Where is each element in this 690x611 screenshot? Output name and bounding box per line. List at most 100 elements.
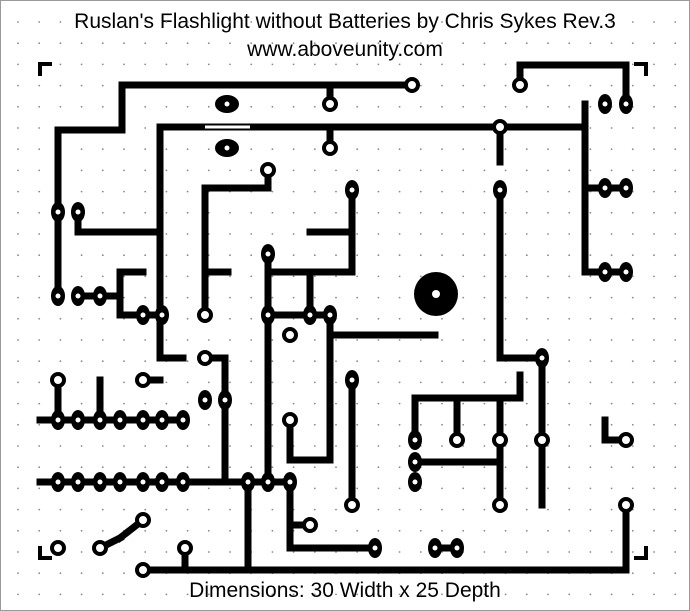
grid-dot	[123, 402, 125, 405]
grid-dot	[101, 339, 104, 341]
via	[135, 562, 151, 578]
grid-dot	[398, 211, 401, 214]
grid-dot	[589, 487, 592, 490]
grid-dot	[144, 63, 147, 66]
grid-dot	[207, 445, 210, 447]
grid-dot	[419, 551, 422, 553]
grid-dot	[631, 21, 634, 23]
grid-dot	[398, 105, 401, 108]
pad	[450, 538, 464, 558]
grid-dot	[80, 402, 83, 405]
grid-dot	[419, 275, 422, 278]
grid-dot	[398, 508, 401, 511]
grid-dot	[17, 21, 19, 23]
grid-dot	[165, 233, 168, 235]
grid-dot	[504, 593, 507, 596]
grid-dot	[462, 190, 465, 193]
grid-dot	[144, 127, 147, 129]
grid-dot	[631, 254, 634, 257]
pad	[345, 180, 359, 200]
grid-dot	[462, 148, 465, 151]
grid-dot	[356, 360, 359, 363]
grid-dot	[525, 21, 528, 23]
grid-dot	[525, 317, 528, 320]
grid-dot	[38, 84, 41, 87]
grid-dot	[441, 105, 443, 108]
grid-dot	[38, 381, 41, 384]
grid-dot	[398, 63, 401, 66]
grid-dot	[504, 529, 507, 532]
grid-dot	[165, 381, 168, 384]
grid-dot	[631, 402, 634, 405]
grid-dot	[292, 21, 295, 23]
grid-dot	[377, 254, 380, 257]
grid-dot	[547, 529, 549, 532]
grid-dot	[186, 508, 189, 511]
grid-dot	[441, 529, 443, 532]
grid-dot	[610, 381, 613, 384]
grid-dot	[59, 105, 62, 108]
grid-dot	[462, 508, 465, 511]
grid-dot	[271, 381, 274, 384]
grid-dot	[631, 423, 634, 426]
grid-dot	[589, 381, 592, 384]
grid-dot	[123, 211, 125, 214]
grid-dot	[17, 423, 19, 426]
grid-dot	[483, 148, 486, 151]
grid-dot	[525, 593, 528, 596]
grid-dot	[313, 105, 316, 108]
pad	[136, 305, 150, 325]
grid-dot	[589, 169, 592, 172]
grid-dot	[568, 381, 571, 384]
grid-dot	[674, 190, 677, 193]
grid-dot	[441, 190, 443, 193]
grid-dot	[250, 445, 253, 447]
grid-dot	[101, 275, 104, 278]
grid-dot	[504, 487, 507, 490]
grid-dot	[398, 169, 401, 172]
grid-dot	[441, 21, 443, 23]
grid-dot	[631, 211, 634, 214]
via	[534, 432, 550, 448]
grid-dot	[525, 296, 528, 299]
grid-dot	[398, 254, 401, 257]
grid-dot	[547, 551, 549, 553]
pad	[261, 244, 275, 264]
grid-dot	[123, 254, 125, 257]
trace	[74, 208, 164, 236]
grid-dot	[356, 42, 359, 45]
grid-dot	[59, 63, 62, 66]
grid-dot	[674, 487, 677, 490]
grid-dot	[419, 105, 422, 108]
grid-dot	[101, 466, 104, 469]
grid-dot	[589, 339, 592, 341]
grid-dot	[525, 42, 528, 45]
corner-mark-top-left	[38, 62, 52, 76]
grid-dot	[313, 296, 316, 299]
grid-dot	[568, 84, 571, 87]
grid-dot	[292, 254, 295, 257]
grid-dot	[462, 381, 465, 384]
grid-dot	[80, 84, 83, 87]
corner-mark-bottom-left	[38, 546, 52, 560]
grid-dot	[207, 21, 210, 23]
grid-dot	[377, 360, 380, 363]
pad	[155, 410, 169, 430]
grid-dot	[377, 402, 380, 405]
grid-dot	[483, 423, 486, 426]
grid-dot	[377, 190, 380, 193]
grid-dot	[271, 21, 274, 23]
grid-dot	[144, 551, 147, 553]
via	[282, 327, 298, 343]
trace	[156, 123, 589, 329]
grid-dot	[504, 551, 507, 553]
grid-dot	[356, 211, 359, 214]
grid-dot	[525, 190, 528, 193]
grid-dot	[144, 445, 147, 447]
grid-dot	[38, 572, 41, 575]
grid-dot	[229, 254, 231, 257]
grid-dot	[292, 169, 295, 172]
grid-dot	[610, 445, 613, 447]
grid-dot	[17, 63, 19, 66]
pad	[176, 472, 190, 492]
